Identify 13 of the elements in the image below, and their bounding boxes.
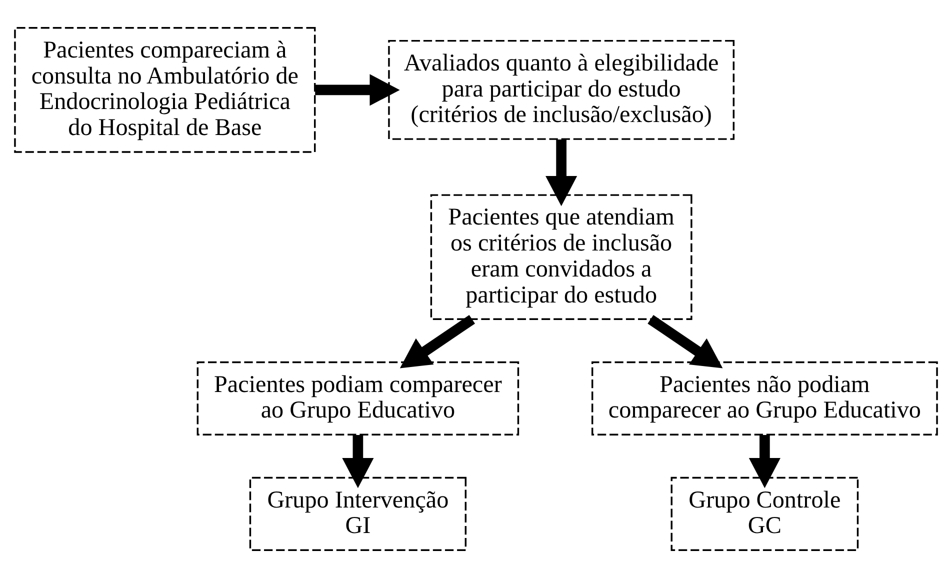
arrow <box>648 314 723 368</box>
node-box: Pacientes podiam comparecer ao Grupo Educativo <box>196 360 520 435</box>
arrow <box>748 434 780 488</box>
arrow <box>400 314 475 368</box>
node-box: Grupo Intervenção GI <box>249 476 467 550</box>
arrow <box>315 74 400 106</box>
node-box: Grupo Controle GC <box>670 476 859 550</box>
arrow <box>546 138 578 206</box>
node-box: Pacientes compareciam à consulta no Ambulatório de Endocrinologia Pediátrica do Hospital de Base <box>14 26 316 152</box>
node-box: Avaliados quanto à elegibilidade para participar do estudo (critérios de inclusão/exclusão) <box>388 39 735 140</box>
node-box: Pacientes que atendiam os critérios de inclusão eram convidados a participar do estudo <box>430 194 692 320</box>
node-box: Pacientes não podiam comparecer ao Grupo Educativo <box>591 360 938 435</box>
arrow <box>342 434 374 488</box>
